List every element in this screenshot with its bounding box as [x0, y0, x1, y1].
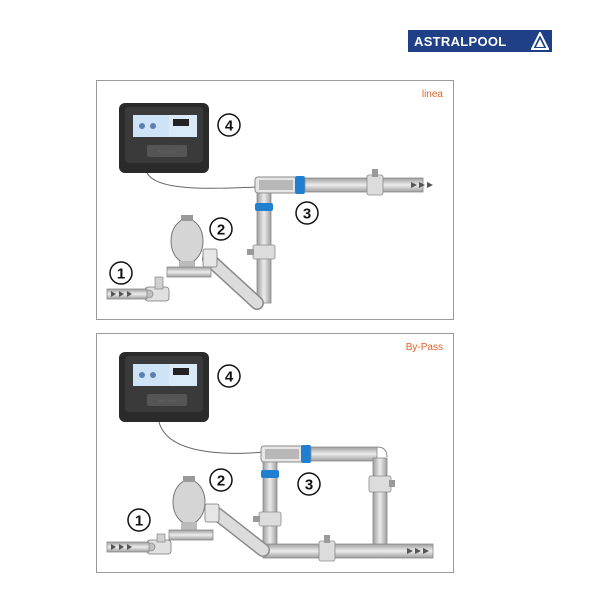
valve-icon [366, 169, 384, 196]
flow-arrow-icon [411, 182, 433, 188]
marker-3-label: 3 [305, 477, 313, 494]
valve-icon [318, 535, 336, 562]
installation-diagram: Salt Clear [106, 103, 433, 310]
marker-2: 2 [209, 217, 233, 241]
electrolysis-cell-icon [260, 445, 311, 463]
marker-3: 3 [295, 201, 319, 225]
brand-logo: ASTRALPOOL [408, 30, 552, 52]
valve-icon [247, 244, 276, 260]
valve-icon [368, 475, 395, 493]
marker-3-label: 3 [303, 206, 311, 223]
marker-4-label: 4 [225, 369, 234, 386]
sand-filter-icon [170, 215, 218, 271]
marker-3: 3 [297, 472, 321, 496]
diagram-panel-bypass: By-Pass Salt Clear [96, 333, 454, 573]
astralpool-logo-icon [531, 32, 549, 50]
marker-4-label: 4 [225, 118, 234, 135]
flow-arrow-icon [111, 544, 132, 550]
device-label: Salt Clear [158, 398, 176, 403]
valve-icon [253, 511, 282, 527]
marker-2-label: 2 [217, 473, 225, 490]
pump-icon [146, 533, 172, 555]
electrolysis-cell-icon [254, 176, 305, 194]
chlorinator-unit-icon: Salt Clear [119, 103, 209, 173]
marker-2: 2 [209, 468, 233, 492]
panel-title: By-Pass [405, 342, 443, 353]
installation-diagram: Salt Clear [106, 352, 434, 562]
marker-1-label: 1 [117, 266, 125, 283]
flow-arrow-icon [111, 291, 132, 297]
brand-name: ASTRALPOOL [414, 33, 507, 49]
marker-1-label: 1 [135, 513, 143, 530]
marker-1: 1 [127, 508, 151, 532]
device-label: Salt Clear [158, 149, 176, 154]
marker-4: 4 [217, 364, 241, 388]
panel-title: linea [421, 89, 443, 100]
chlorinator-unit-icon: Salt Clear [119, 352, 209, 422]
marker-4: 4 [217, 113, 241, 137]
pump-icon [144, 276, 170, 302]
marker-2-label: 2 [217, 222, 225, 239]
diagram-panel-linea: linea Salt Clear [96, 80, 454, 320]
flow-arrow-icon [407, 548, 429, 554]
sand-filter-icon [172, 476, 220, 532]
marker-1: 1 [109, 261, 133, 285]
